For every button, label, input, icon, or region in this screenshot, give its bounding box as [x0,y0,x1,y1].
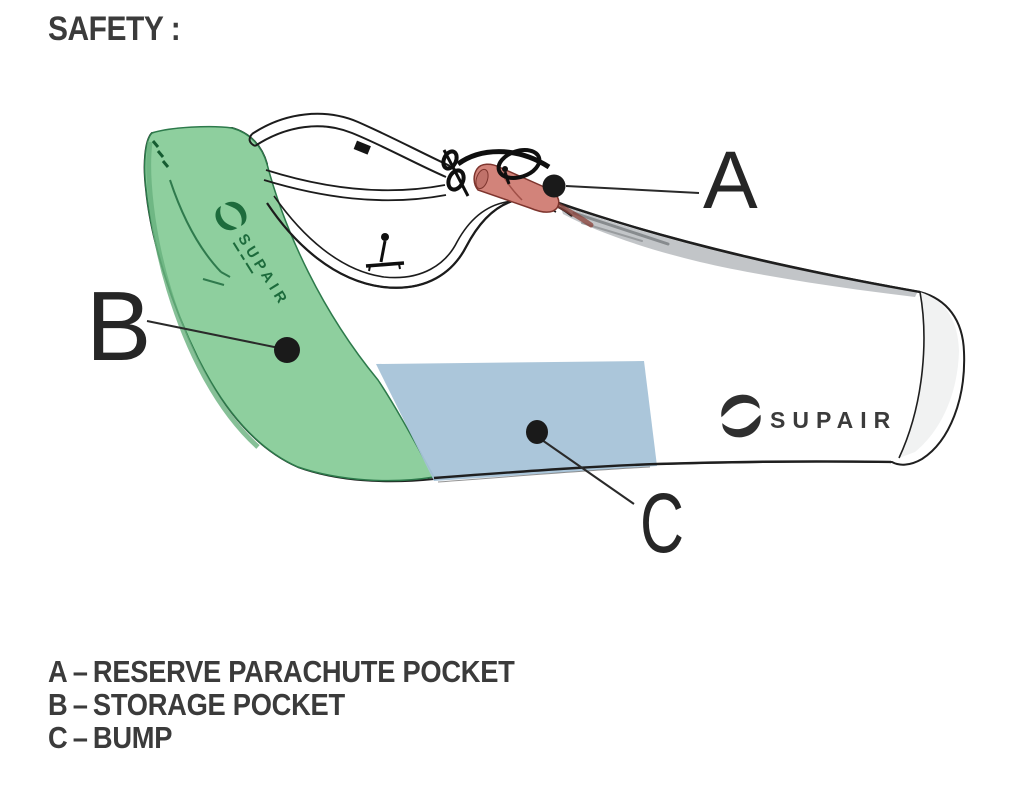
callout-a-dot [542,174,566,198]
storage-pocket-region: SUPAIR [143,125,436,482]
callouts: A B C [86,135,758,570]
callout-b-label: B [86,271,151,381]
callout-b-dot [274,337,300,363]
foot-end-seam [898,291,925,459]
legend-label: RESERVE PARACHUTE POCKET [92,654,515,689]
brand-wordmark: SUPAIR [770,407,897,433]
brand-logo: SUPAIR [718,392,897,440]
zipper-detail [151,140,170,168]
legend-label: STORAGE POCKET [92,687,345,722]
legend-item-reserve-pocket: A–RESERVE PARACHUTE POCKET [48,655,515,688]
callout-b-line [146,320,285,350]
legend-dash: – [72,687,88,722]
page-title: SAFETY : [48,10,181,48]
legend-letter: A [48,654,68,689]
legend-item-bump: C–BUMP [48,721,515,754]
callout-a-label: A [703,135,758,226]
legend-letter: C [48,720,68,755]
callout-c-line [541,439,635,505]
bump-region [376,361,657,481]
legend: A–RESERVE PARACHUTE POCKET B–STORAGE POC… [48,655,515,754]
callout-c-label: C [640,476,684,570]
strap-buckle [353,140,371,155]
legend-dash: – [72,720,88,755]
legend-item-storage-pocket: B–STORAGE POCKET [48,688,515,721]
carabiner-icon [441,149,470,197]
reserve-pocket-shape [473,163,560,213]
legend-letter: B [48,687,68,722]
legend-dash: – [72,654,88,689]
top-edge-shading [560,205,918,297]
pod-bottom-edge [433,460,892,480]
reserve-handle-icon [496,148,542,180]
reserve-pocket-region [473,148,594,228]
legend-label: BUMP [92,720,173,755]
callout-c-dot [526,420,548,444]
callout-a-line [565,185,700,194]
speedbar-buckle-icon [365,233,405,272]
